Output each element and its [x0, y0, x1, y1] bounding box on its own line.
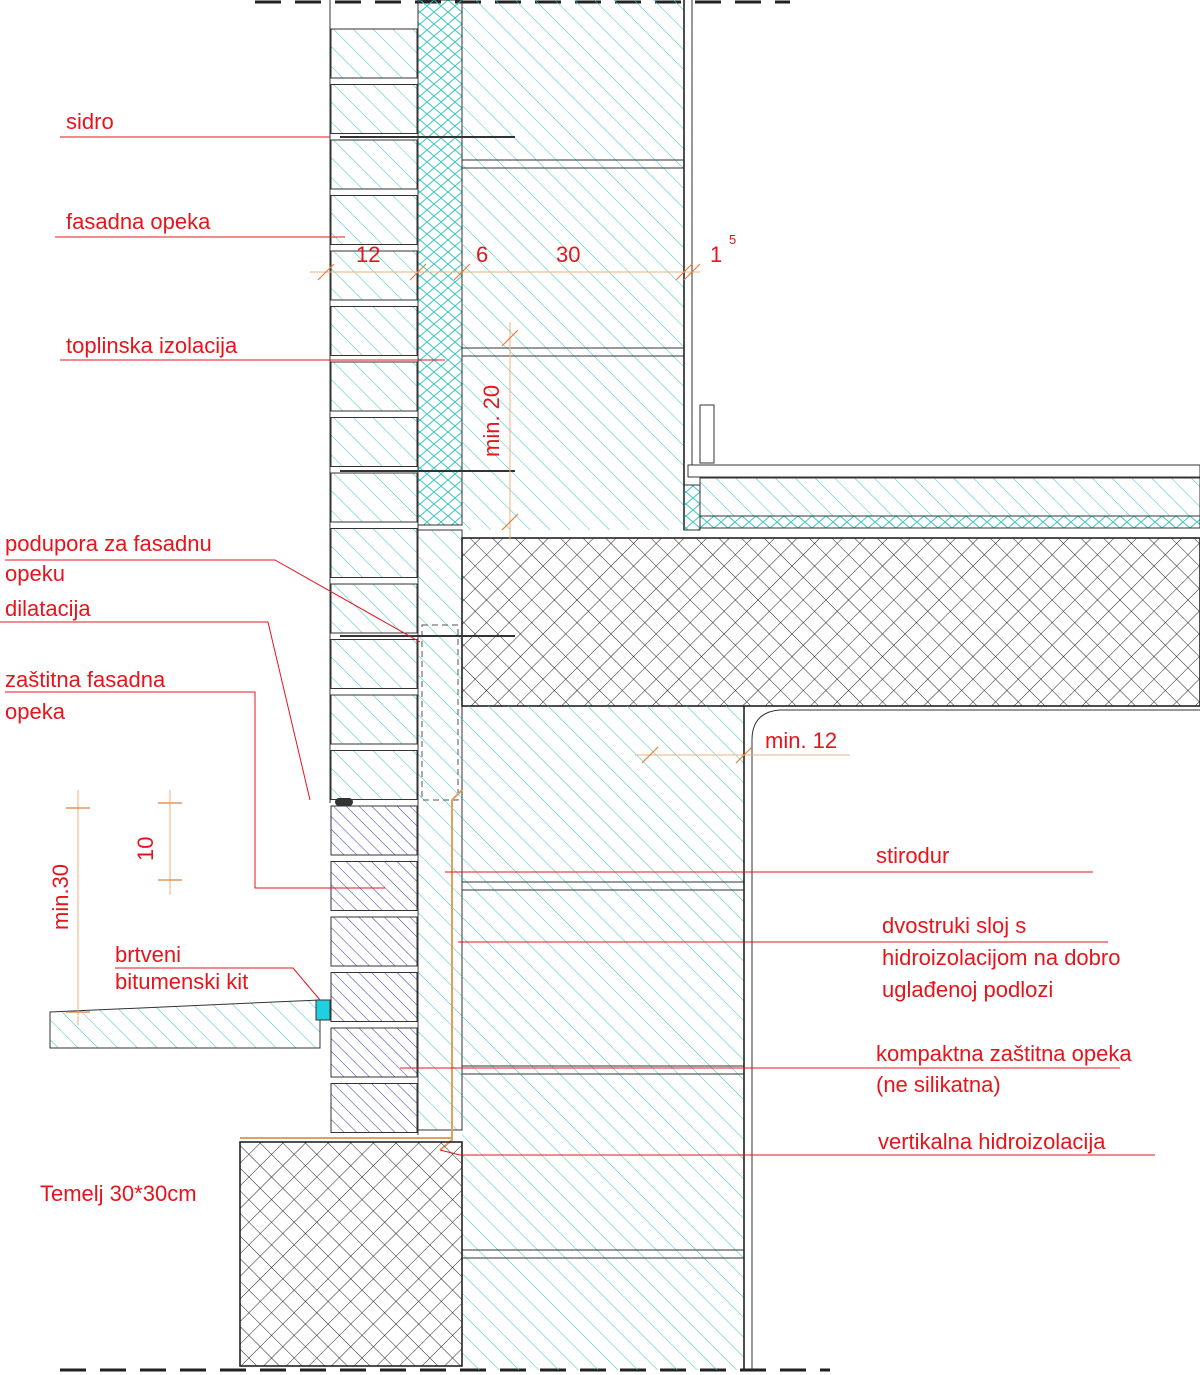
- label-kompaktna-line2: (ne silikatna): [876, 1072, 1001, 1097]
- dim-1: 1: [710, 242, 722, 267]
- dim-1-superscript: 5: [729, 232, 736, 247]
- foundation: [239, 1141, 463, 1367]
- label-zastitna-line2: opeka: [5, 699, 66, 724]
- dim-6: 6: [476, 242, 488, 267]
- dim-min30: min.30: [48, 864, 73, 930]
- label-fasadna-opeka: fasadna opeka: [66, 209, 211, 234]
- concrete-slab: [461, 537, 1200, 707]
- label-kompaktna-line1: kompaktna zaštitna opeka: [876, 1041, 1132, 1066]
- dim-12: 12: [356, 242, 380, 267]
- label-dvostruki-line2: hidroizolacijom na dobro: [882, 945, 1120, 970]
- dim-min12: min. 12: [765, 728, 837, 753]
- label-brtveni-line2: bitumenski kit: [115, 969, 248, 994]
- label-dilatacija: dilatacija: [5, 596, 91, 621]
- label-zastitna-line1: zaštitna fasadna: [5, 667, 166, 692]
- label-stirodur: stirodur: [876, 843, 949, 868]
- dim-min20: min. 20: [479, 385, 504, 457]
- label-dvostruki-line1: dvostruki sloj s: [882, 913, 1026, 938]
- dim-30: 30: [556, 242, 580, 267]
- dimension-lines: [66, 263, 850, 1025]
- label-dvostruki-line3: uglađenoj podlozi: [882, 977, 1053, 1002]
- label-sidro: sidro: [66, 109, 114, 134]
- leader-lines: [0, 136, 1155, 1156]
- facade-brick-column: [329, 0, 420, 1135]
- floor-buildup: [683, 404, 1200, 531]
- label-brtveni-line1: brtveni: [115, 942, 181, 967]
- annotation-labels: sidro fasadna opeka toplinska izolacija …: [5, 109, 1132, 1206]
- label-podupora-line2: opeku: [5, 561, 65, 586]
- masonry-wall-lower: [462, 706, 1200, 1370]
- thermal-insulation-layer: [417, 0, 463, 526]
- dim-10: 10: [133, 837, 158, 861]
- stirodur-layer: [417, 529, 463, 1131]
- label-temelj: Temelj 30*30cm: [40, 1181, 197, 1206]
- label-toplinska-izolacija: toplinska izolacija: [66, 333, 238, 358]
- protective-brick-column: [330, 803, 420, 1133]
- dimension-texts: 12 6 30 1 5 min. 12 min. 20 min.30 10: [48, 232, 837, 930]
- label-vertikalna: vertikalna hidroizolacija: [878, 1129, 1106, 1154]
- ground-pavement: [49, 999, 331, 1049]
- anchors: [335, 136, 515, 806]
- masonry-wall-upper: [462, 0, 693, 530]
- label-podupora-line1: podupora za fasadnu: [5, 531, 212, 556]
